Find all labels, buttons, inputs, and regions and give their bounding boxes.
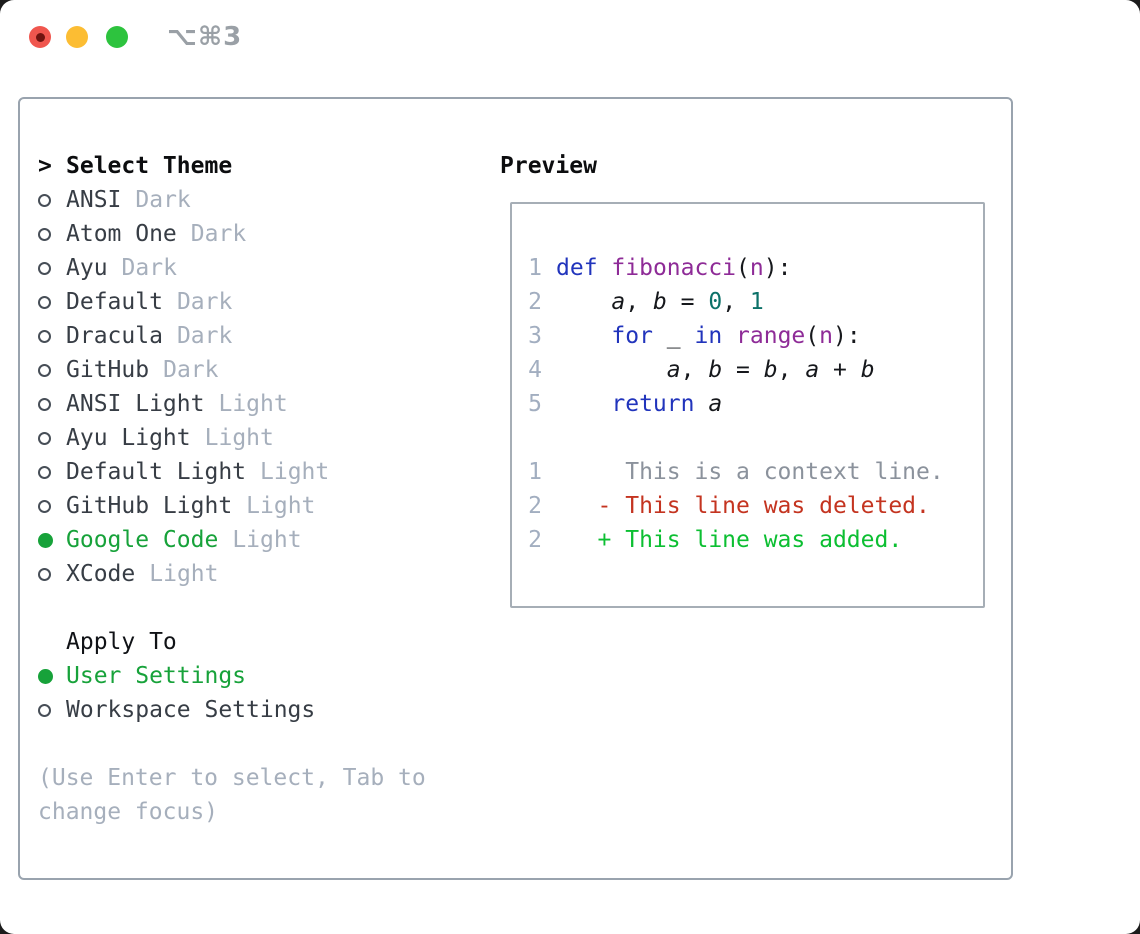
window-titlebar: ⌥⌘3	[0, 0, 1140, 74]
theme-option-label: XCode	[66, 561, 136, 587]
radio-icon	[38, 261, 66, 275]
radio-selected-icon	[38, 668, 66, 684]
usage-hint: (Use Enter to select, Tab to change focu…	[38, 761, 426, 829]
theme-variant-tag: Light	[149, 561, 219, 587]
theme-option-label: Default Light	[66, 459, 247, 485]
theme-option-github-light-light[interactable]: GitHub Light Light	[38, 489, 426, 523]
theme-option-label: ANSI Light	[66, 391, 205, 417]
line-number: 2	[528, 289, 542, 315]
line-number: 1	[528, 255, 542, 281]
theme-variant-tag: Dark	[176, 289, 233, 315]
preview-header: Preview	[500, 153, 597, 179]
theme-option-dracula-dark[interactable]: Dracula Dark	[38, 319, 426, 353]
theme-variant-tag: Dark	[135, 187, 191, 213]
preview-line: 4 a, b = b, a + b	[528, 353, 944, 387]
keyboard-shortcut-label: ⌥⌘3	[167, 22, 243, 52]
radio-icon	[38, 567, 66, 581]
apply-option-label: Workspace Settings	[66, 697, 316, 723]
theme-option-label: GitHub Light	[66, 493, 233, 519]
theme-option-default-light-light[interactable]: Default Light Light	[38, 455, 426, 489]
radio-icon	[38, 295, 66, 309]
line-number: 2	[528, 493, 542, 519]
focus-caret-icon: >	[38, 153, 52, 179]
theme-option-ayu-light-light[interactable]: Ayu Light Light	[38, 421, 426, 455]
theme-option-ayu-dark[interactable]: Ayu Dark	[38, 251, 426, 285]
theme-variant-tag: Light	[204, 425, 274, 451]
radio-icon	[38, 193, 66, 207]
line-number: 1	[528, 459, 542, 485]
radio-icon	[38, 227, 66, 241]
theme-option-xcode-light[interactable]: XCode Light	[38, 557, 426, 591]
apply-to-title: Apply To	[66, 629, 177, 655]
radio-selected-icon	[38, 532, 66, 548]
theme-option-label: Ayu	[66, 255, 108, 281]
close-button[interactable]	[29, 26, 51, 48]
radio-icon	[38, 499, 66, 513]
theme-option-label: Default	[66, 289, 163, 315]
select-theme-title: Select Theme	[66, 153, 233, 179]
line-number: 2	[528, 527, 542, 553]
radio-icon	[38, 431, 66, 445]
preview-line: 5 return a	[528, 387, 944, 421]
line-number: 5	[528, 391, 542, 417]
theme-option-default-dark[interactable]: Default Dark	[38, 285, 426, 319]
preview-line: 2 a, b = 0, 1	[528, 285, 944, 319]
theme-variant-tag: Light	[218, 391, 288, 417]
line-number: 3	[528, 323, 542, 349]
apply-to-header: Apply To	[38, 625, 426, 659]
theme-option-github-dark[interactable]: GitHub Dark	[38, 353, 426, 387]
preview-line: 2 - This line was deleted.	[528, 489, 944, 523]
hint-line-2: change focus)	[38, 799, 219, 825]
theme-variant-tag: Light	[246, 493, 316, 519]
line-number: 4	[528, 357, 542, 383]
preview-line: 3 for _ in range(n):	[528, 319, 944, 353]
apply-option-user-settings[interactable]: User Settings	[38, 659, 426, 693]
theme-option-ansi-light-light[interactable]: ANSI Light Light	[38, 387, 426, 421]
close-dot-icon	[35, 32, 45, 42]
apply-option-label: User Settings	[66, 663, 247, 689]
theme-option-google-code-light[interactable]: Google Code Light	[38, 523, 426, 557]
spacer	[38, 591, 426, 625]
preview-line: 1 This is a context line.	[528, 455, 944, 489]
theme-option-label: Google Code	[66, 527, 219, 553]
select-theme-header: > Select Theme	[38, 149, 426, 183]
theme-variant-tag: Light	[260, 459, 330, 485]
apply-option-workspace-settings[interactable]: Workspace Settings	[38, 693, 426, 727]
zoom-button[interactable]	[106, 26, 128, 48]
minimize-button[interactable]	[66, 26, 88, 48]
theme-variant-tag: Dark	[190, 221, 247, 247]
theme-option-label: ANSI	[66, 187, 122, 213]
preview-line: 2 + This line was added.	[528, 523, 944, 557]
hint-line-1: (Use Enter to select, Tab to	[38, 765, 426, 791]
spacer	[38, 727, 426, 761]
radio-icon	[38, 363, 66, 377]
theme-option-label: Atom One	[66, 221, 177, 247]
theme-option-ansi-dark[interactable]: ANSI Dark	[38, 183, 426, 217]
theme-variant-tag: Dark	[163, 357, 219, 383]
theme-option-label: Ayu Light	[66, 425, 191, 451]
radio-icon	[38, 329, 66, 343]
theme-option-label: Dracula	[66, 323, 163, 349]
theme-variant-tag: Dark	[176, 323, 233, 349]
theme-variant-tag: Light	[232, 527, 302, 553]
radio-icon	[38, 703, 66, 717]
radio-icon	[38, 397, 66, 411]
radio-icon	[38, 465, 66, 479]
preview-blank-line	[528, 421, 944, 455]
theme-option-atom-one-dark[interactable]: Atom One Dark	[38, 217, 426, 251]
theme-option-label: GitHub	[66, 357, 150, 383]
theme-variant-tag: Dark	[121, 255, 177, 281]
